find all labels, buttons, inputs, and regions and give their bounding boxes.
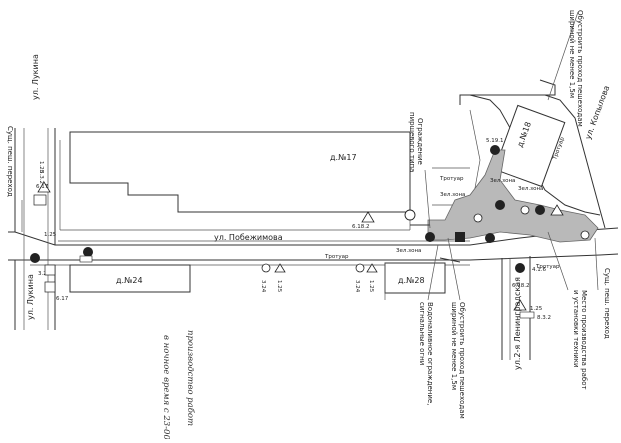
building-17: [69, 131, 411, 213]
annotation-bottom-left-1: Водоналивное ограждение,: [426, 302, 434, 405]
road-edge-bottom: [8, 253, 619, 261]
road-mark-icon: [79, 255, 93, 263]
sign-label: 4.1.6: [532, 267, 546, 273]
speed-limit-icon: [355, 263, 365, 273]
annotation-fence-1: Ограждение: [416, 118, 424, 165]
warning-triangle-icon: [550, 204, 564, 216]
leader-bottom-left: [427, 244, 439, 301]
sign-label: 6.17: [36, 184, 49, 190]
building-18: [493, 104, 566, 188]
sign-group-center-left: 3.24 1.25: [260, 263, 286, 293]
sign-group-b24: [79, 247, 93, 263]
warning-triangle-icon: [274, 263, 286, 273]
info-sign-icon: [44, 264, 56, 276]
speed-limit-icon: [83, 247, 93, 257]
annotation-right-2: и установки техники: [572, 290, 580, 368]
sign-label: 1.25: [276, 280, 282, 293]
speed-limit-icon: [473, 213, 483, 223]
sign-label: 3.24: [38, 271, 51, 277]
sidewalk-label: Тротуар: [324, 254, 349, 260]
annotation-top-right-2: шириной не менее 1,5м: [568, 10, 576, 98]
annotation-bottom-mid-2: шириной не менее 1,5м: [450, 302, 458, 390]
sidewalk-label: Тротуар: [535, 264, 560, 270]
stop-sign-icon: [30, 253, 40, 263]
sign-group-left-bottom: 3.24 6.17: [30, 253, 69, 302]
info-sign-icon: [44, 281, 56, 293]
stop-sign-icon: [535, 205, 545, 215]
sign-group-leningrad: 4.1.6 6.18.2 1.25 8.3.2: [512, 263, 551, 321]
sign-label: 1.25: [44, 232, 57, 238]
leader-right-2: [594, 237, 599, 291]
speed-limit-icon: [261, 263, 271, 273]
green-zone-label: Зел.зона: [518, 186, 543, 192]
building-label-24: д.№24: [116, 276, 143, 285]
direction-sign-icon: [515, 263, 525, 273]
warning-triangle-icon: [361, 211, 375, 223]
sign-label: 1.25: [38, 161, 44, 174]
sign-label: 8.3.2: [38, 170, 44, 184]
annotation-bottom-mid-1: Обустроить проход пешеходам: [458, 302, 466, 419]
stop-sign-icon: [425, 232, 435, 242]
green-zone-label: Зел.зона: [490, 178, 515, 184]
street-label-leningradskaya: ул.2-я Ленинградская: [513, 277, 522, 370]
speed-limit-icon: [495, 200, 505, 210]
annotation-right-1: Место производства работ: [580, 290, 588, 390]
green-zone-label: Зел.зона: [440, 192, 465, 198]
warning-triangle-icon: [37, 181, 51, 193]
detour-sign-icon: [455, 232, 465, 242]
green-zone-label: Зел.зона: [396, 248, 421, 254]
street-label-lukina-top: ул. Лукина: [31, 54, 40, 100]
leader-top-right: [547, 11, 579, 101]
stop-sign-icon: [485, 233, 495, 243]
warning-triangle-icon: [366, 263, 378, 273]
speed-limit-icon: [520, 205, 530, 215]
sign-label: 3.24: [260, 280, 266, 293]
kopylova-edge-1: [469, 94, 601, 216]
street-label-kopylova: ул. Копылова: [583, 84, 611, 140]
warning-triangle-icon: [513, 299, 527, 311]
sign-group-left-top: 1.25 6.17: [33, 161, 51, 206]
handwritten-line-2: в ночное время с 23-00: [161, 335, 171, 439]
sign-group-workzone: 5.19.1: [404, 138, 590, 243]
leader-right-1: [547, 231, 569, 291]
speed-limit-icon: [580, 230, 590, 240]
info-sign-icon: [33, 194, 47, 206]
annotation-top-right-1: Обустроить проход пешеходам: [576, 10, 584, 127]
kopylova-edge-3: [459, 79, 556, 105]
sign-label: 3.24: [354, 280, 360, 293]
sign-label: 6.17: [56, 296, 69, 302]
sign-label: 1.25: [368, 280, 374, 293]
building-label-17: д.№17: [330, 153, 357, 162]
building-label-28: д.№28: [398, 276, 425, 285]
sign-label: 1.25: [530, 306, 543, 312]
annotation-left-crossing: Сущ. пеш. переход: [6, 126, 14, 197]
annotation-fence-2: пиршевого типа: [408, 112, 416, 172]
info-plate-icon: [519, 311, 535, 319]
sign-group-center-right: 3.24 1.25: [354, 263, 378, 293]
handwritten-line-1: производство работ: [185, 330, 196, 426]
kopylova-edge-2: [544, 94, 606, 229]
sign-label: 6.18.2: [512, 283, 530, 289]
sign-group-b17: 6.18.2: [352, 211, 375, 230]
stop-sign-icon: [490, 145, 500, 155]
annotation-bottom-left-2: сигнальные огни: [418, 302, 426, 365]
leader-bottom-mid: [447, 237, 461, 301]
street-label-pobezhimova: ул. Побежимова: [214, 233, 283, 242]
annotation-right-crossing: Сущ. пеш. переход: [603, 268, 611, 339]
yard-line-4: [432, 109, 481, 206]
no-entry-icon: [404, 209, 416, 221]
sign-label: 6.18.2: [352, 224, 370, 230]
street-label-lukina-bottom: ул. Лукина: [26, 274, 35, 320]
sign-label: 5.19.1: [486, 138, 504, 144]
sign-label: 8.3.2: [537, 315, 551, 321]
sidewalk-label: Тротуар: [439, 176, 464, 182]
building-24: [69, 264, 191, 293]
leader-fence: [424, 169, 431, 229]
fence-line-2: [439, 257, 461, 263]
